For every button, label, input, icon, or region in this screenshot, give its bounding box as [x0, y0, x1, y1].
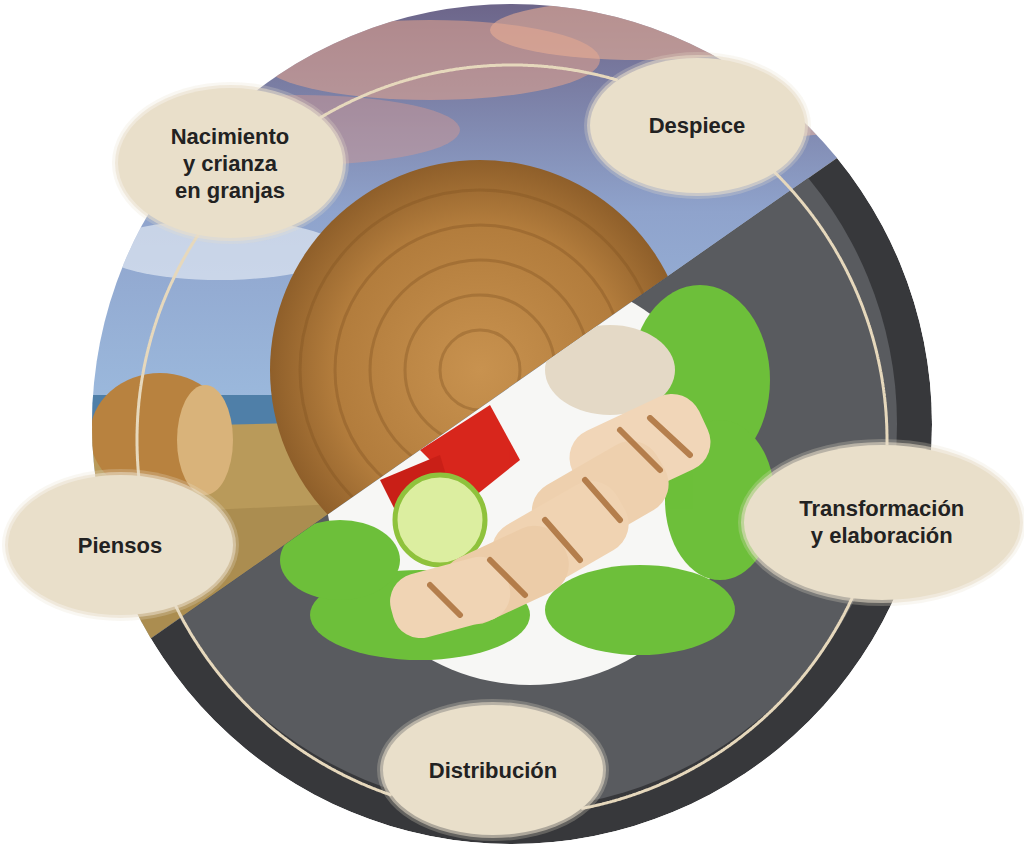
stage-label: Nacimiento y crianza en granjas — [170, 123, 291, 204]
cycle-connector — [320, 65, 618, 118]
cycle-connector — [175, 605, 391, 795]
table — [127, 39, 897, 809]
stage-oval: Transformación y elaboración — [744, 445, 1021, 600]
stage-label: Transformación y elaboración — [797, 495, 967, 549]
cycle-connector — [774, 172, 887, 446]
stage-oval: Distribución — [383, 705, 603, 835]
cycle-connector — [137, 235, 198, 477]
small-bale-face — [177, 385, 233, 495]
plate-half — [92, 4, 932, 844]
stage-oval: Despiece — [590, 58, 805, 193]
outer-ring — [92, 4, 932, 844]
stage-label: Distribución — [429, 757, 557, 784]
stage-oval: Piensos — [8, 475, 233, 615]
grill-marks — [430, 418, 690, 615]
chicken-slices — [384, 384, 721, 644]
lettuce — [280, 285, 775, 660]
cloud — [490, 0, 790, 60]
cycle-connector — [581, 597, 852, 808]
stage-oval: Nacimiento y crianza en granjas — [118, 88, 343, 238]
lime — [395, 475, 485, 565]
stage-label: Despiece — [649, 112, 746, 139]
stage-label: Piensos — [78, 532, 162, 559]
